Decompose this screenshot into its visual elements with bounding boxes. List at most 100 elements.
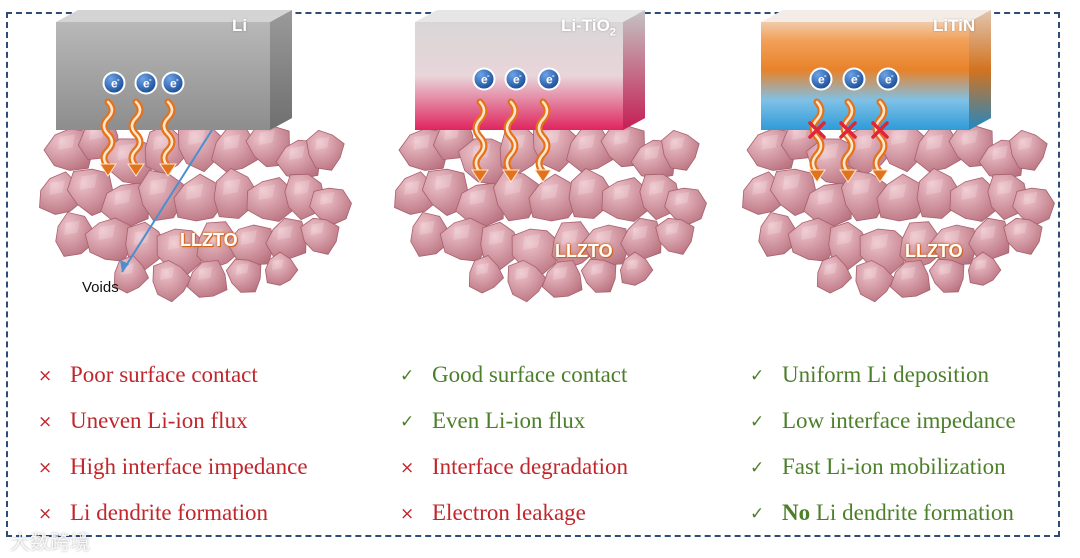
- ion-flux-arrows: [808, 98, 889, 183]
- svg-text:-: -: [552, 71, 555, 80]
- grain-facet: [236, 263, 249, 275]
- svg-text:-: -: [857, 71, 860, 80]
- grain-facet: [58, 134, 76, 150]
- llzto-grain: [889, 259, 931, 298]
- llzto-grain: [468, 255, 505, 294]
- void-pointer-arrowhead: [120, 260, 129, 272]
- grain-facet: [315, 136, 330, 150]
- ion-flux-arrow: [502, 98, 520, 183]
- llzto-grain: [55, 211, 94, 257]
- panel-li-properties: ×Poor surface contact ×Uneven Li-ion flu…: [38, 362, 308, 546]
- voids-label: Voids: [82, 279, 119, 296]
- svg-text:-: -: [117, 75, 120, 84]
- list-item: ✓Even Li-ion flux: [400, 408, 628, 454]
- grain-facet: [553, 266, 568, 280]
- grain-facet: [926, 134, 944, 150]
- grain-facet: [258, 184, 276, 200]
- panel-litin: e-e-e- LiTiN LLZTO: [733, 0, 1080, 320]
- panel-litin-illustration: e-e-e-: [742, 10, 1055, 303]
- electron-icon: e-: [537, 67, 561, 91]
- llzto-grain: [300, 217, 340, 255]
- ion-flux-arrows: [99, 98, 177, 177]
- cross-icon: ×: [400, 458, 415, 478]
- grain-facet: [1023, 191, 1038, 205]
- svg-text:e: e: [851, 73, 858, 87]
- grain-facet: [644, 145, 660, 160]
- llzto-grain: [816, 255, 853, 294]
- llzto-grain: [138, 169, 184, 222]
- ion-flux-arrow: [99, 98, 117, 177]
- grain-facet: [419, 220, 435, 235]
- llzto-grain: [152, 259, 192, 303]
- panel-li: e-e-e- Li LLZTO Voids: [30, 0, 390, 320]
- grain-facet: [578, 134, 596, 150]
- grain-facet: [258, 130, 275, 145]
- llzto-grain: [876, 173, 929, 222]
- grain-facet: [488, 230, 505, 245]
- llzto-grain: [439, 217, 490, 262]
- grain-facet: [863, 266, 878, 280]
- llzto-grain: [661, 129, 700, 171]
- check-icon: ✓: [750, 504, 765, 524]
- grain-facet: [320, 191, 335, 205]
- grain-facet: [675, 191, 690, 205]
- electron-group: e-e-e-: [472, 67, 561, 91]
- panel-li-tio2-illustration: e-e-e-: [394, 10, 707, 303]
- llzto-label: LLZTO: [905, 241, 963, 261]
- grain-facet: [277, 225, 293, 240]
- grain-facet: [996, 180, 1013, 195]
- grain-facet: [852, 178, 871, 195]
- metal-label-litin: LiTiN: [933, 16, 976, 35]
- list-item: ×Electron leakage: [400, 500, 628, 546]
- svg-text:-: -: [149, 75, 152, 84]
- list-item: ✓Low interface impedance: [750, 408, 1016, 454]
- grain-facet: [817, 189, 835, 205]
- grain-facet: [522, 233, 541, 250]
- llzto-grain: [787, 217, 838, 262]
- llzto-grain: [928, 258, 965, 293]
- grain-facet: [310, 222, 325, 235]
- grain-facet: [901, 266, 916, 280]
- list-item: ×High interface impedance: [38, 454, 308, 500]
- ion-flux-arrow: [839, 98, 857, 183]
- grain-facet: [613, 184, 631, 200]
- svg-text:-: -: [176, 75, 179, 84]
- list-item: ✓Good surface contact: [400, 362, 628, 408]
- llzto-grain: [410, 211, 449, 257]
- cross-icon: ×: [38, 458, 53, 478]
- grain-facet: [223, 134, 241, 150]
- grain-facet: [185, 183, 204, 200]
- li-tio2-block-top: [415, 10, 645, 22]
- grain-facet: [591, 263, 604, 275]
- litin-block-side: [969, 10, 991, 130]
- watermark-text: 大数跨境: [10, 530, 90, 554]
- grain-facet: [836, 230, 853, 245]
- void-pointer-line: [121, 129, 213, 273]
- grain-facet: [626, 259, 639, 270]
- li-metal-block-side: [270, 10, 292, 130]
- llzto-grain: [173, 173, 226, 222]
- svg-text:-: -: [519, 71, 522, 80]
- grain-facet: [648, 180, 665, 195]
- panel-li-illustration: e-e-e-: [39, 10, 352, 303]
- grain-facet: [613, 130, 630, 145]
- check-icon: ✓: [750, 458, 765, 478]
- llzto-grain: [226, 224, 275, 266]
- svg-text:e: e: [111, 77, 118, 91]
- grain-facet: [289, 145, 305, 160]
- electron-icon: e-: [134, 71, 158, 95]
- llzto-grain: [264, 251, 299, 286]
- grain-facet: [540, 183, 559, 200]
- llzto-grain: [619, 251, 654, 286]
- list-item: ×Interface degradation: [400, 454, 628, 500]
- grain-facet: [939, 263, 952, 275]
- list-item: ✓No Li dendrite formation: [750, 500, 1016, 546]
- grain-facet: [782, 173, 801, 190]
- panel-li-tio2: e-e-e- Li-TiO2 LLZTO: [385, 0, 745, 320]
- llzto-grain: [541, 259, 583, 298]
- cross-icon: ×: [38, 412, 53, 432]
- metal-label-li: Li: [232, 16, 248, 35]
- grain-facet: [801, 224, 819, 240]
- grain-facet: [909, 229, 927, 245]
- grain-facet: [856, 134, 874, 150]
